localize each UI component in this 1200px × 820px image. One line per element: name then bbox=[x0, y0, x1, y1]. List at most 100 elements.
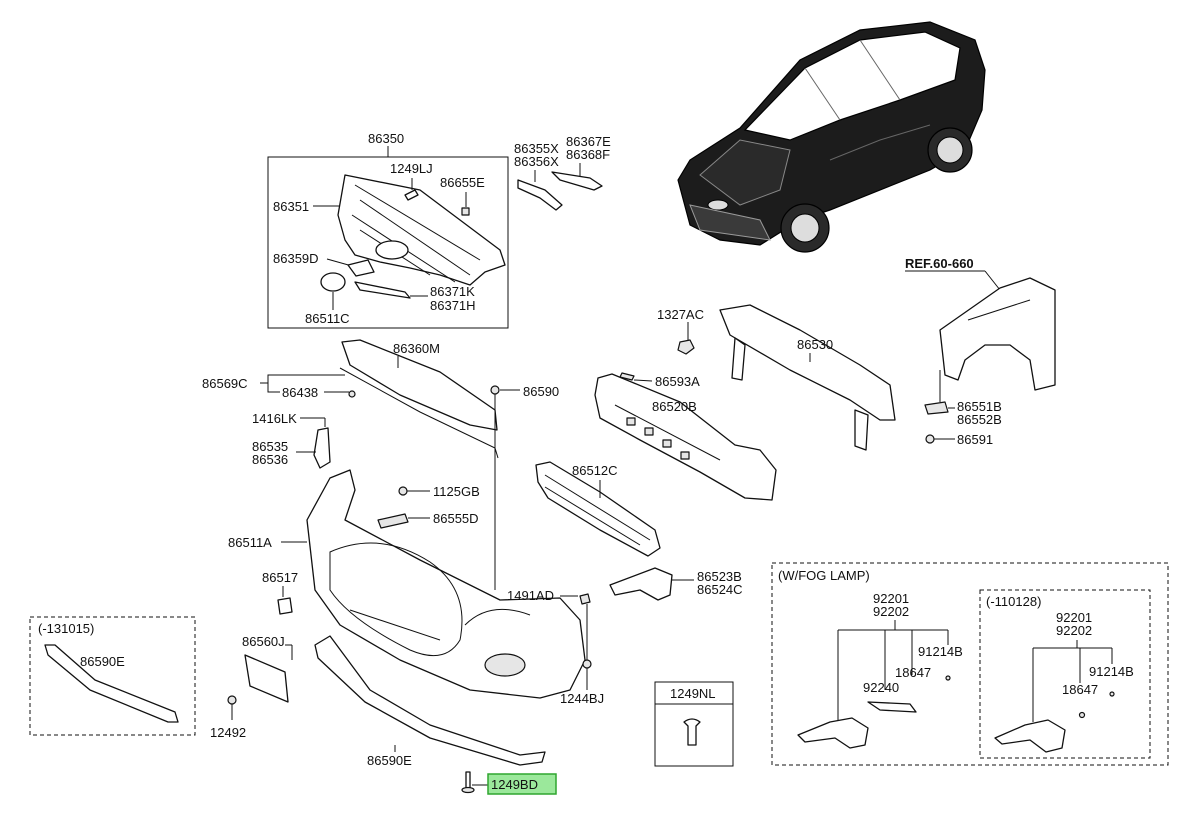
label-86590E: 86590E bbox=[367, 753, 412, 768]
bracket-86367E bbox=[551, 171, 603, 191]
bumper-cover-group: 86511A 1125GB 86555D 86517 1491AD 1244BJ bbox=[228, 469, 604, 706]
label-86371H: 86371H bbox=[430, 298, 476, 313]
fog-lamp-box-group: (W/FOG LAMP) 92201 92202 91214B 18647 92… bbox=[771, 562, 1169, 766]
screw-1249LJ bbox=[404, 189, 419, 201]
energy-absorber-group: 86520B 86593A bbox=[594, 372, 777, 501]
grille-brackets-group: 86355X 86356X 86367E 86368F bbox=[514, 134, 611, 211]
clip-86593A bbox=[619, 372, 635, 381]
label-86511C: 86511C bbox=[305, 311, 350, 326]
label-86360M: 86360M bbox=[393, 341, 440, 356]
label-in-92201: 92201 bbox=[1056, 610, 1092, 625]
emblem-bracket bbox=[347, 259, 375, 277]
car-illustration bbox=[677, 21, 986, 253]
clip-1491AD bbox=[579, 593, 591, 605]
bracket-86355X bbox=[517, 179, 563, 211]
label-86552B: 86552B bbox=[957, 412, 1002, 427]
label-86517: 86517 bbox=[262, 570, 298, 585]
label-86359D: 86359D bbox=[273, 251, 319, 266]
front-bumper-cover bbox=[306, 469, 586, 699]
front-bumper-beam bbox=[719, 304, 896, 421]
label-fog-lamp: (W/FOG LAMP) bbox=[778, 568, 870, 583]
label-86593A: 86593A bbox=[655, 374, 700, 389]
label-86523B: 86523B bbox=[697, 569, 742, 584]
nut-1327AC bbox=[677, 339, 695, 355]
label-in-91214B: 91214B bbox=[1089, 664, 1134, 679]
clip-86438 bbox=[348, 390, 356, 398]
bracket-86551B bbox=[924, 401, 949, 415]
label-86569C: 86569C bbox=[202, 376, 248, 391]
screw-86591 bbox=[925, 434, 935, 444]
label-1491AD: 1491AD bbox=[507, 588, 554, 603]
label-86356X: 86356X bbox=[514, 154, 559, 169]
label-fog-92240: 92240 bbox=[863, 680, 899, 695]
lip-86590E-old bbox=[44, 644, 179, 723]
upper-rail-group: 86360M 86569C 86438 86590 bbox=[202, 339, 559, 590]
label-86535: 86535 bbox=[252, 439, 288, 454]
grille-assembly-group: 86350 1249LJ 86655E 86351 86359D 86511C … bbox=[267, 131, 509, 329]
bolt-1125GB bbox=[398, 486, 408, 496]
part-1249NL-group: 1249NL bbox=[654, 681, 734, 767]
bracket-86555D bbox=[377, 513, 409, 529]
radiator-grille bbox=[337, 174, 506, 286]
label-86351: 86351 bbox=[273, 199, 309, 214]
fog-cover-group: 86523B 86524C bbox=[609, 567, 743, 601]
bumper-upper-rail bbox=[341, 339, 498, 431]
license-bracket-group: 86560J 12492 bbox=[210, 634, 293, 740]
label-86560J: 86560J bbox=[242, 634, 285, 649]
molding-86371 bbox=[354, 281, 411, 299]
bolt-1244BJ bbox=[582, 659, 592, 669]
label-86438: 86438 bbox=[282, 385, 318, 400]
box-131015-group: (-131015) 86590E bbox=[29, 616, 196, 736]
label-86371K: 86371K bbox=[430, 284, 475, 299]
lower-lip-group: 86590E bbox=[314, 635, 546, 768]
front-lip-86590E bbox=[314, 635, 546, 766]
part-1249BD-group: 1249BD bbox=[461, 771, 557, 795]
lower-grille bbox=[535, 461, 661, 557]
label-86367E: 86367E bbox=[566, 134, 611, 149]
label-86655E: 86655E bbox=[440, 175, 485, 190]
highlight-1249BD bbox=[487, 773, 557, 795]
label-1244BJ: 1244BJ bbox=[560, 691, 604, 706]
label-86350: 86350 bbox=[368, 131, 404, 146]
screw-12492 bbox=[227, 695, 237, 705]
fog-lamp-assembly-old bbox=[994, 719, 1066, 753]
bumper-beam-group: 1327AC 86530 bbox=[657, 304, 896, 451]
label-1125GB: 1125GB bbox=[433, 484, 480, 499]
fog-lamp-assembly bbox=[797, 717, 869, 749]
label-86551B: 86551B bbox=[957, 399, 1002, 414]
energy-absorber bbox=[594, 373, 777, 501]
label-86530: 86530 bbox=[797, 337, 833, 352]
screw-86590 bbox=[490, 385, 500, 395]
fog-lamp-cover bbox=[609, 567, 673, 601]
label-86524C: 86524C bbox=[697, 582, 743, 597]
label-86368F: 86368F bbox=[566, 147, 610, 162]
label-86520B: 86520B bbox=[652, 399, 697, 414]
tow-hook-cover bbox=[277, 597, 293, 615]
box-110128-group: (-110128) 92201 92202 91214B 18647 bbox=[979, 589, 1151, 759]
front-fender bbox=[939, 277, 1056, 391]
label-86555D: 86555D bbox=[433, 511, 479, 526]
label-fog-92202: 92202 bbox=[873, 604, 909, 619]
label-86591: 86591 bbox=[957, 432, 993, 447]
label-1249LJ: 1249LJ bbox=[390, 161, 433, 176]
license-plate-bracket bbox=[244, 654, 289, 703]
clip-86655E bbox=[461, 207, 470, 216]
label-86590E-box: 86590E bbox=[80, 654, 125, 669]
label-box110128: (-110128) bbox=[986, 594, 1041, 609]
label-12492: 12492 bbox=[210, 725, 246, 740]
label-1249NL: 1249NL bbox=[670, 686, 716, 701]
label-in-18647: 18647 bbox=[1062, 682, 1098, 697]
fender-group: REF.60-660 86551B 86552B 86591 bbox=[905, 256, 1056, 447]
label-ref-60-660: REF.60-660 bbox=[905, 256, 974, 271]
lower-grille-group: 86512C bbox=[535, 461, 661, 557]
screw-1249NL bbox=[683, 718, 701, 746]
fog-lamp-opening bbox=[484, 653, 526, 677]
label-in-92202: 92202 bbox=[1056, 623, 1092, 638]
label-86355X: 86355X bbox=[514, 141, 559, 156]
label-86512C: 86512C bbox=[572, 463, 618, 478]
label-fog-91214B: 91214B bbox=[918, 644, 963, 659]
side-bracket-group: 1416LK 86535 86536 bbox=[252, 411, 331, 469]
label-1327AC: 1327AC bbox=[657, 307, 704, 322]
grille-emblem bbox=[375, 240, 409, 260]
